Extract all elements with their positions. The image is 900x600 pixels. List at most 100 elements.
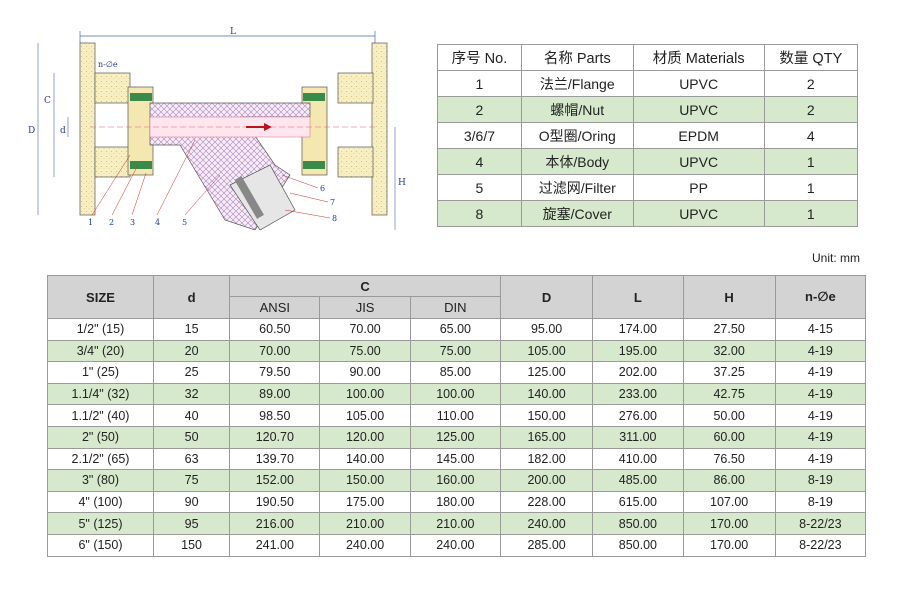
- spec-table-cell: 75: [152, 469, 231, 492]
- parts-table-cell: 2: [763, 96, 859, 123]
- spec-table-cell: 70.00: [319, 318, 411, 341]
- spec-header-n: n-∅e: [774, 275, 867, 319]
- spec-table-cell: 615.00: [592, 490, 684, 514]
- callout-6: 6: [320, 184, 325, 193]
- spec-table-cell: 152.00: [229, 469, 321, 492]
- spec-table-cell: 4-19: [774, 447, 867, 471]
- spec-table-cell: 8-19: [774, 490, 867, 514]
- spec-table-cell: 190.50: [229, 490, 321, 514]
- spec-header-jis: JIS: [319, 296, 411, 319]
- spec-table-cell: 8-22/23: [774, 533, 867, 557]
- spec-table-cell: 100.00: [319, 382, 411, 406]
- spec-table-cell: 485.00: [592, 469, 684, 492]
- spec-table-cell: 95.00: [499, 318, 594, 341]
- spec-header-d-large: D: [499, 275, 594, 319]
- spec-table-cell: 25: [152, 361, 231, 384]
- spec-table-cell: 200.00: [499, 469, 594, 492]
- spec-header-h: H: [682, 275, 776, 319]
- spec-table-cell: 150: [152, 533, 231, 557]
- spec-table-cell: 150.00: [319, 469, 411, 492]
- parts-table-cell: 螺帽/Nut: [520, 96, 634, 123]
- spec-table-cell: 5" (125): [47, 512, 154, 535]
- parts-table-cell: 1: [763, 200, 859, 227]
- dim-label-d-large: D: [28, 126, 35, 136]
- spec-table-cell: 1.1/4" (32): [47, 382, 154, 406]
- callout-2: 2: [109, 218, 114, 227]
- spec-table-cell: 180.00: [409, 490, 501, 514]
- spec-table-cell: 233.00: [592, 382, 684, 406]
- spec-table-cell: 98.50: [229, 404, 321, 427]
- spec-table-cell: 50.00: [682, 404, 776, 427]
- spec-table-cell: 150.00: [499, 404, 594, 427]
- spec-table-cell: 1/2" (15): [47, 318, 154, 341]
- spec-table-cell: 140.00: [499, 382, 594, 406]
- spec-table-cell: 63: [152, 447, 231, 471]
- spec-table-cell: 216.00: [229, 512, 321, 535]
- spec-table-cell: 3/4" (20): [47, 339, 154, 363]
- spec-table-cell: 210.00: [319, 512, 411, 535]
- parts-table-cell: EPDM: [632, 122, 765, 149]
- spec-table-cell: 110.00: [409, 404, 501, 427]
- spec-table-cell: 4-19: [774, 339, 867, 363]
- spec-table-cell: 1" (25): [47, 361, 154, 384]
- spec-table-cell: 125.00: [409, 425, 501, 449]
- parts-table-cell: 4: [763, 122, 859, 149]
- spec-header-din: DIN: [409, 296, 501, 319]
- spec-table-cell: 120.70: [229, 425, 321, 449]
- spec-table-cell: 75.00: [409, 339, 501, 363]
- spec-table-cell: 175.00: [319, 490, 411, 514]
- parts-table-cell: O型圈/Oring: [520, 122, 634, 149]
- parts-table-cell: 8: [437, 200, 522, 227]
- spec-table-cell: 105.00: [319, 404, 411, 427]
- spec-table-cell: 170.00: [682, 533, 776, 557]
- spec-table-cell: 145.00: [409, 447, 501, 471]
- spec-table-cell: 20: [152, 339, 231, 363]
- spec-table-cell: 65.00: [409, 318, 501, 341]
- callout-5: 5: [182, 218, 187, 227]
- parts-table-cell: UPVC: [632, 200, 765, 227]
- dim-label-h: H: [398, 178, 406, 188]
- parts-table-cell: 法兰/Flange: [520, 70, 634, 97]
- parts-table-cell: UPVC: [632, 148, 765, 175]
- spec-table-cell: 105.00: [499, 339, 594, 363]
- parts-table-cell: 1: [763, 174, 859, 201]
- spec-table-cell: 95: [152, 512, 231, 535]
- spec-table-cell: 27.50: [682, 318, 776, 341]
- spec-table-cell: 2" (50): [47, 425, 154, 449]
- spec-table-cell: 42.75: [682, 382, 776, 406]
- spec-table-cell: 4-19: [774, 425, 867, 449]
- dim-label-bolt: n-∅e: [98, 60, 118, 69]
- parts-table-cell: 5: [437, 174, 522, 201]
- parts-table-cell: 2: [437, 96, 522, 123]
- spec-table-cell: 90.00: [319, 361, 411, 384]
- parts-table-cell: PP: [632, 174, 765, 201]
- unit-label: Unit: mm: [812, 251, 860, 265]
- spec-table-cell: 40: [152, 404, 231, 427]
- spec-table-cell: 90: [152, 490, 231, 514]
- parts-table-cell: 旋塞/Cover: [520, 200, 634, 227]
- parts-header-no: 序号 No.: [437, 44, 522, 71]
- spec-header-d-small: d: [152, 275, 231, 319]
- spec-table-cell: 174.00: [592, 318, 684, 341]
- spec-table-cell: 240.00: [319, 533, 411, 557]
- spec-table: SIZE d C D L H n-∅e ANSI JIS DIN 1/2" (1…: [47, 275, 867, 557]
- spec-table-cell: 60.50: [229, 318, 321, 341]
- parts-table-cell: UPVC: [632, 70, 765, 97]
- spec-table-cell: 89.00: [229, 382, 321, 406]
- spec-table-cell: 4-15: [774, 318, 867, 341]
- spec-table-cell: 182.00: [499, 447, 594, 471]
- left-flange: [79, 42, 96, 216]
- spec-table-cell: 850.00: [592, 533, 684, 557]
- spec-table-cell: 170.00: [682, 512, 776, 535]
- spec-table-cell: 276.00: [592, 404, 684, 427]
- callout-1: 1: [88, 218, 93, 227]
- spec-table-cell: 37.25: [682, 361, 776, 384]
- spec-table-cell: 70.00: [229, 339, 321, 363]
